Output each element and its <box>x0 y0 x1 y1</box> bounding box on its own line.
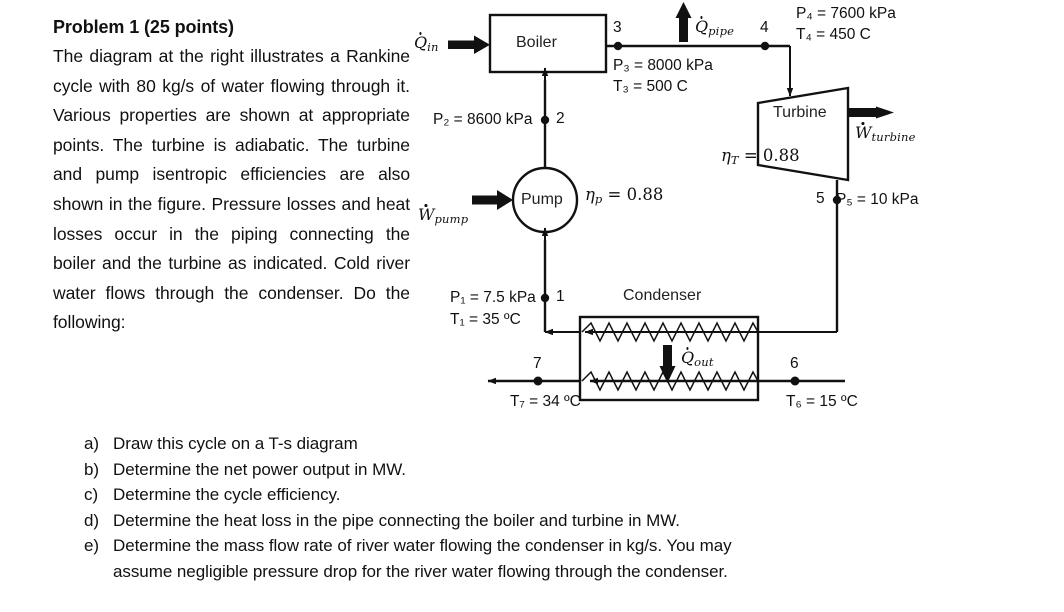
state-dot-7 <box>533 376 543 386</box>
state-dot-4 <box>760 41 770 51</box>
task-item-a: a) Draw this cycle on a T-s diagram <box>84 431 984 457</box>
boiler-label: Boiler <box>516 34 557 51</box>
problem-statement: Problem 1 (25 points) The diagram at the… <box>53 14 410 338</box>
state-number-2: 2 <box>556 110 565 127</box>
task-item-d: d) Determine the heat loss in the pipe c… <box>84 508 984 534</box>
task-item-b: b) Determine the net power output in MW. <box>84 457 984 483</box>
state1-temperature-label: T₁ = 35 ºC <box>450 311 521 328</box>
state-dot-6 <box>790 376 800 386</box>
task-list: a) Draw this cycle on a T-s diagram b) D… <box>84 431 984 584</box>
state3-temperature-label: T₃ = 500 C <box>613 78 688 95</box>
q-pipe-arrow <box>675 2 692 42</box>
state2-pressure-label: P₂ = 8600 kPa <box>433 111 533 128</box>
turbine-body <box>756 86 850 182</box>
state-dot-5 <box>832 195 842 205</box>
state-number-6: 6 <box>790 355 799 372</box>
condenser-label: Condenser <box>623 287 702 304</box>
q-in-arrow <box>448 35 490 54</box>
diagram-svg <box>448 2 894 402</box>
task-item-c: c) Determine the cycle efficiency. <box>84 482 984 508</box>
state7-temperature-label: T₇ = 34 ºC <box>510 393 581 410</box>
problem-title: Problem 1 (25 points) <box>53 17 234 37</box>
state-number-4: 4 <box>760 19 769 36</box>
task-text: Determine the net power output in MW. <box>113 459 406 479</box>
state-dot-1 <box>540 293 550 303</box>
task-text: Determine the cycle efficiency. <box>113 485 341 504</box>
task-text: Determine the mass flow rate of river wa… <box>113 533 984 584</box>
pump-efficiency-label: ηp = 0.88 <box>585 185 664 206</box>
state4-temperature-label: T₄ = 450 C <box>796 26 871 43</box>
state3-pressure-label: P₃ = 8000 kPa <box>613 57 713 74</box>
task-marker: d) <box>84 510 100 530</box>
state5-pressure-label: P₅ = 10 kPa <box>836 191 919 208</box>
w-turbine-label: Wturbine <box>855 123 916 144</box>
condenser-body <box>578 315 760 402</box>
turbine-label: Turbine <box>773 104 827 121</box>
task-text: Draw this cycle on a T-s diagram <box>113 434 358 453</box>
q-pipe-label: Qpipe <box>695 17 735 38</box>
state6-temperature-label: T₆ = 15 ºC <box>786 393 858 410</box>
condenser-water-coil <box>581 370 759 392</box>
q-in-label: Qin <box>414 33 439 54</box>
task-marker: b) <box>84 459 100 479</box>
state1-pressure-label: P₁ = 7.5 kPa <box>450 289 536 306</box>
q-out-arrow <box>659 345 676 383</box>
w-turbine-arrow <box>848 106 894 119</box>
q-out-label: Qout <box>681 348 714 369</box>
task-text-continuation: assume negligible pressure drop for the … <box>113 561 728 581</box>
turbine-efficiency-label: ηT = 0.88 <box>721 146 800 167</box>
task-text: Determine the heat loss in the pipe conn… <box>113 510 680 530</box>
state-number-7: 7 <box>533 355 542 372</box>
rankine-cycle-diagram: Boiler Turbine Pump Condenser Qin Qpipe … <box>410 0 1064 420</box>
w-pump-label: Wpump <box>418 205 469 226</box>
task-marker: c) <box>84 485 99 504</box>
state4-pressure-label: P₄ = 7600 kPa <box>796 5 896 22</box>
state-number-1: 1 <box>556 288 565 305</box>
state-dot-3 <box>613 41 623 51</box>
pump-label: Pump <box>521 191 563 208</box>
task-item-e: e) Determine the mass flow rate of river… <box>84 533 984 584</box>
task-marker: a) <box>84 434 100 453</box>
state-number-3: 3 <box>613 19 622 36</box>
problem-body: The diagram at the right illustrates a R… <box>53 46 410 333</box>
state-dot-2 <box>540 115 550 125</box>
state-number-5: 5 <box>816 190 825 207</box>
w-pump-arrow <box>472 190 513 210</box>
condenser-steam-coil <box>581 321 759 343</box>
task-marker: e) <box>84 536 100 555</box>
